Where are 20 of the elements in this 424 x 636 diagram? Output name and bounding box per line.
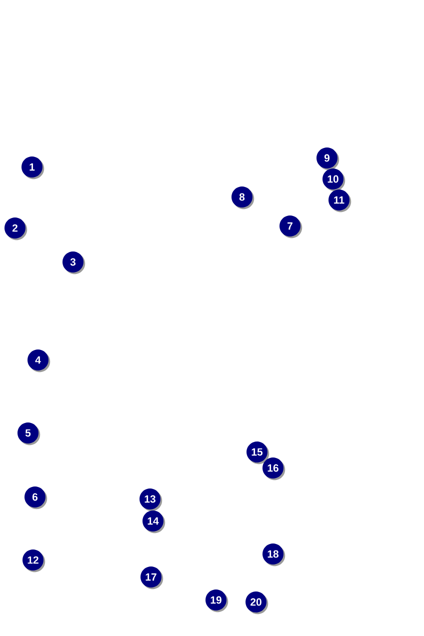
callout-number: 11 (328, 190, 352, 212)
callout-number: 10 (322, 168, 346, 192)
callout-number: 4 (28, 350, 50, 372)
callout-number: 19 (206, 590, 228, 612)
callout-number: 13 (140, 488, 162, 512)
callout-number: 17 (140, 566, 164, 590)
callout-number: 12 (22, 550, 46, 572)
callout-number: 16 (262, 458, 286, 480)
callout-number: 5 (18, 422, 40, 446)
callout-number: 20 (246, 592, 268, 614)
callout-number: 2 (4, 218, 28, 240)
callout-number: 15 (246, 442, 270, 464)
callout-number: 3 (62, 252, 86, 274)
callout-number: 8 (232, 186, 254, 210)
callout-number: 14 (142, 510, 166, 534)
callout-number: 1 (22, 156, 44, 180)
callout-number: 18 (262, 544, 286, 566)
callout-number: 7 (280, 216, 302, 238)
callout-number: 6 (24, 486, 48, 510)
callout-number: 9 (316, 148, 340, 170)
